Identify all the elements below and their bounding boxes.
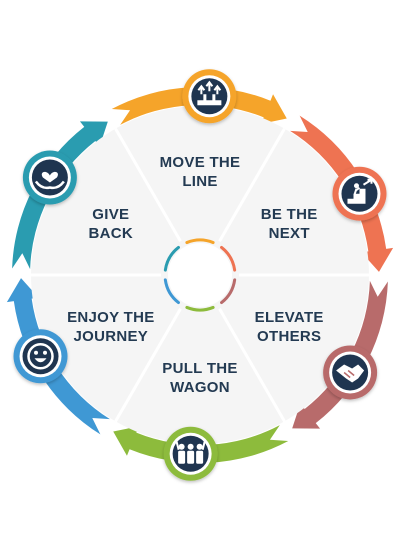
stairs-growth-icon (347, 178, 373, 204)
hub-arc-give-back (163, 245, 180, 272)
heart-hand-icon (34, 171, 65, 190)
arrow-segment-enjoy-the-journey (6, 278, 110, 435)
hub-arc-pull-the-wagon (185, 305, 215, 312)
badge-pull-the-wagon (163, 426, 218, 481)
sector-divider (218, 308, 286, 423)
arrow-segment-move-the-line (111, 87, 287, 125)
badge-enjoy-the-journey (13, 329, 68, 384)
sector-divider (114, 308, 182, 423)
badge-move-the-line (182, 69, 237, 124)
sector-divider (114, 127, 182, 242)
hub-arc-be-the-next (220, 245, 237, 272)
team-icon (175, 441, 206, 464)
badge-give-back (22, 150, 77, 205)
sector-divider (218, 127, 286, 242)
arrow-segment-be-the-next (290, 115, 394, 272)
building-arrows-icon (197, 80, 222, 106)
badge-elevate-others (323, 345, 378, 400)
hub-arc-enjoy-the-journey (163, 278, 180, 305)
badge-be-the-next (332, 166, 387, 221)
hub-arc-move-the-line (185, 238, 215, 245)
center-hub (168, 243, 232, 307)
handshake-icon (336, 364, 365, 383)
arrow-segment-pull-the-wagon (113, 425, 289, 463)
hub-arc-elevate-others (220, 278, 237, 305)
smiley-icon (27, 343, 54, 370)
